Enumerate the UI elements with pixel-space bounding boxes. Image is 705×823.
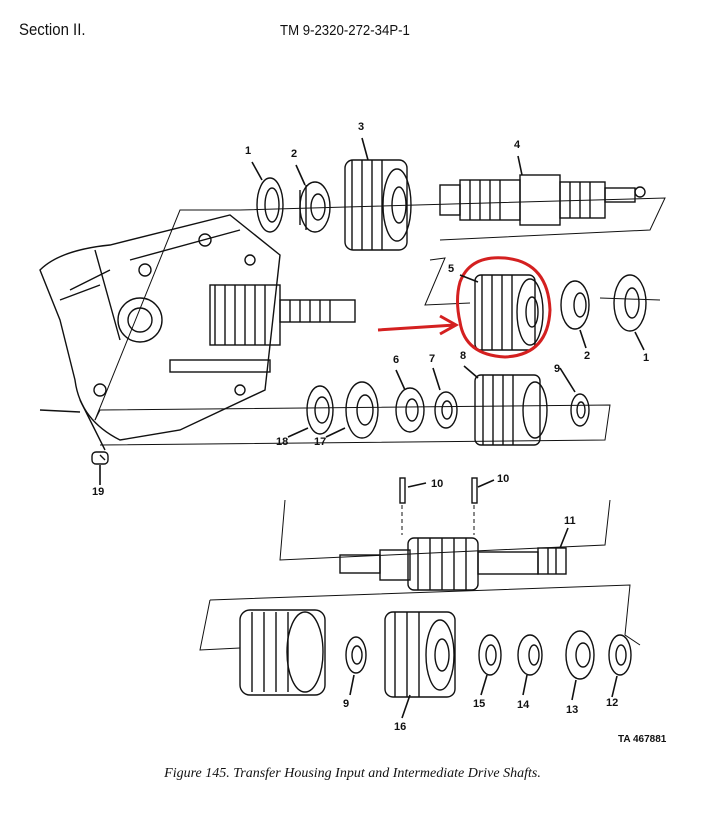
transfer-housing [39, 214, 356, 465]
callout-12: 12 [606, 697, 619, 709]
callout-16: 16 [394, 721, 407, 733]
figure-id: TA 467881 [618, 734, 667, 745]
callout-5: 5 [448, 263, 455, 275]
callout-18: 18 [276, 436, 289, 448]
figure-caption: Figure 145. Transfer Housing Input and I… [164, 766, 541, 781]
manual-number: TM 9-2320-272-34P-1 [280, 22, 410, 39]
highlight-circle [456, 256, 552, 359]
callout-10: 10 [497, 473, 510, 485]
callout-9: 9 [343, 698, 350, 710]
callout-11: 11 [564, 515, 576, 527]
callout-4: 4 [514, 139, 521, 151]
callout-1: 1 [643, 352, 650, 364]
section-label: Section II. [19, 20, 86, 39]
callout-7: 7 [429, 353, 436, 365]
callout-6: 6 [393, 354, 400, 366]
callout-9: 9 [554, 363, 561, 375]
callout-3: 3 [358, 121, 365, 133]
highlight-arrow [377, 314, 460, 336]
callout-2: 2 [584, 350, 591, 362]
callout-10: 10 [431, 478, 444, 490]
callout-13: 13 [566, 704, 579, 716]
callout-19: 19 [92, 486, 105, 498]
callout-14: 14 [517, 699, 530, 711]
callout-1: 1 [245, 145, 252, 157]
callout-17: 17 [314, 436, 327, 448]
callout-2: 2 [291, 148, 298, 160]
callout-8: 8 [460, 350, 467, 362]
callout-15: 15 [473, 698, 486, 710]
